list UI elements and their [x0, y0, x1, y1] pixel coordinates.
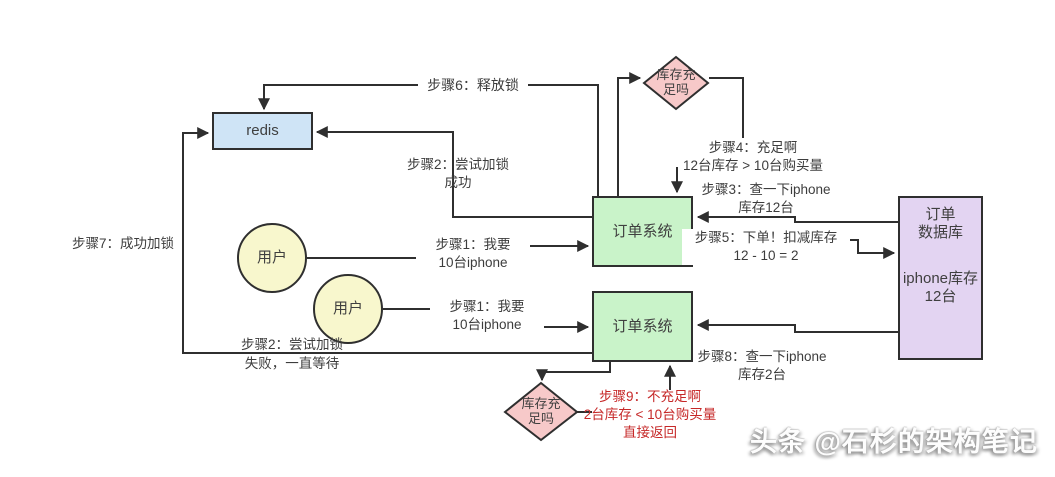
- decision-top-label: 库存充 足吗: [656, 67, 696, 97]
- redis-node: redis: [212, 112, 313, 150]
- redis-node-label: redis: [246, 122, 279, 139]
- edge-label-step3: 步骤3：查一下iphone 库存12台: [701, 182, 831, 215]
- edge-label-step1-bottom: 步骤1：我要 10台iphone: [430, 298, 544, 334]
- user-bottom-label: 用户: [332, 300, 363, 317]
- edge-step2-fail-step7-lock: [182, 127, 592, 354]
- order-database-stock: iphone库存 12台: [902, 270, 979, 305]
- user-top-node: 用户: [237, 223, 307, 293]
- order-database-title: 订单 数据库: [917, 206, 963, 241]
- edge-label-step8: 步骤8：查一下iphone 库存2台: [697, 349, 827, 382]
- decision-diamond-top: [642, 55, 710, 111]
- edge-to-decision-top: [617, 72, 642, 196]
- order-system-bottom-node: 订单系统: [592, 291, 693, 362]
- edge-step8-query: [696, 319, 898, 333]
- edge-step3-query: [696, 211, 898, 223]
- decision-bottom-label: 库存充 足吗: [521, 396, 561, 426]
- user-bottom-node: 用户: [313, 274, 383, 344]
- edge-label-step4: 步骤4：充足啊 12台库存 > 10台购买量: [683, 140, 823, 173]
- edge-step2-lock-success: [315, 126, 592, 218]
- decision-diamond-bottom: [503, 381, 579, 442]
- order-system-top-node: 订单系统: [592, 196, 693, 267]
- edge-to-decision-bottom: [536, 362, 611, 382]
- edge-decision-top-return: [709, 77, 744, 138]
- order-system-top-label: 订单系统: [612, 222, 673, 240]
- user-top-label: 用户: [256, 249, 287, 266]
- edge-label-step2-success: 步骤2：尝试加锁 成功: [406, 157, 509, 190]
- edge-label-step9-alert: 步骤9：不充足啊 2台库存 < 10台购买量 直接返回: [583, 389, 717, 440]
- edge-label-step5: 步骤5：下单！扣减库存 12 - 10 = 2: [682, 229, 850, 265]
- order-database-node: 订单 数据库 iphone库存 12台: [898, 196, 983, 360]
- edge-label-step2-fail: 步骤2：尝试加锁 失败，一直等待: [240, 337, 343, 371]
- edge-label-step6: 步骤6：释放锁: [418, 76, 528, 95]
- order-system-bottom-label: 订单系统: [612, 317, 673, 335]
- watermark-text: 头条 @石杉的架构笔记: [750, 427, 1038, 457]
- edge-label-step1-top: 步骤1：我要 10台iphone: [416, 236, 530, 272]
- edge-label-step7: 步骤7：成功加锁: [71, 236, 174, 251]
